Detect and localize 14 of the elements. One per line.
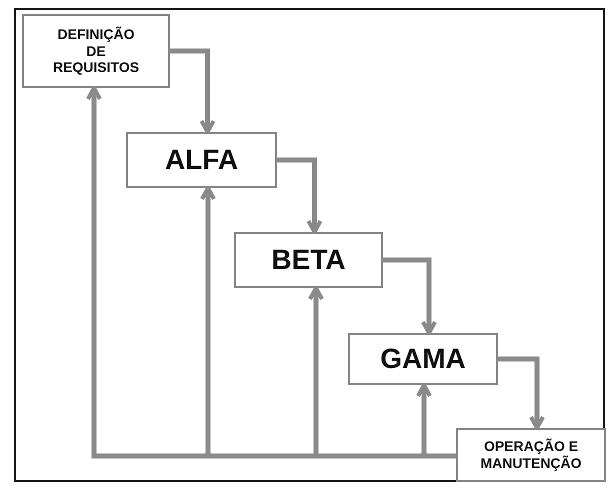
box-label: GAMA <box>380 342 466 376</box>
box-label: DEFINIÇÃO DE REQUISITOS <box>52 26 140 76</box>
process-box <box>22 14 170 88</box>
box-label: OPERAÇÃO E MANUTENÇÃO <box>479 438 583 472</box>
arrow <box>277 158 322 234</box>
process-box <box>234 232 383 288</box>
process-box <box>456 428 606 482</box>
box-label: BETA <box>271 243 346 277</box>
arrow <box>170 48 216 134</box>
arrow <box>383 258 437 335</box>
box-label: ALFA <box>164 143 238 177</box>
arrow <box>498 356 545 430</box>
process-box <box>348 333 498 385</box>
process-box <box>126 132 277 188</box>
